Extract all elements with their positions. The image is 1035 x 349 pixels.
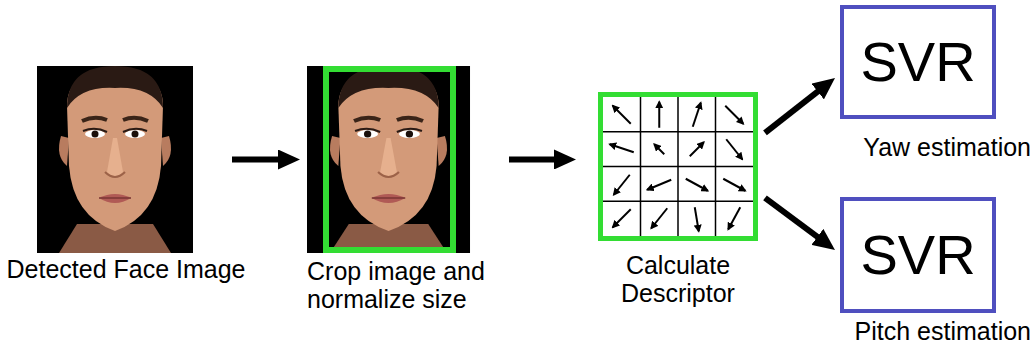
- caption: Detected Face Image: [7, 256, 246, 284]
- flow-arrow: [232, 157, 284, 163]
- caption: Yaw estimation: [863, 134, 1031, 162]
- descriptor-grid-lines: [603, 97, 753, 236]
- caption: Calculate Descriptor: [598, 252, 758, 307]
- caption-holder: Crop image and normalize size: [307, 258, 497, 313]
- cropped-face-photo: [307, 66, 470, 253]
- crop-box: Crop image and normalize size: [323, 66, 456, 253]
- box-label: SVR: [860, 31, 975, 93]
- svr-box: SVRYaw estimation: [840, 5, 996, 119]
- face-photo: [37, 66, 193, 253]
- caption-holder: Yaw estimation: [863, 134, 1031, 162]
- flow-arrow: [765, 198, 822, 241]
- flow-arrow: [765, 88, 822, 133]
- descriptor-box: Calculate Descriptor: [598, 92, 758, 241]
- caption: Crop image and normalize size: [307, 258, 497, 313]
- caption-holder: Pitch estimation: [855, 318, 1031, 346]
- caption-holder: Detected Face Image: [7, 256, 246, 284]
- svr-box: SVRPitch estimation: [840, 197, 996, 313]
- caption-holder: Calculate Descriptor: [598, 252, 758, 307]
- face-image: Detected Face Image: [37, 66, 193, 253]
- caption: Pitch estimation: [855, 318, 1031, 346]
- gradient-arrows: [610, 102, 746, 232]
- flow-arrow: [509, 156, 560, 162]
- box-label: SVR: [860, 224, 975, 286]
